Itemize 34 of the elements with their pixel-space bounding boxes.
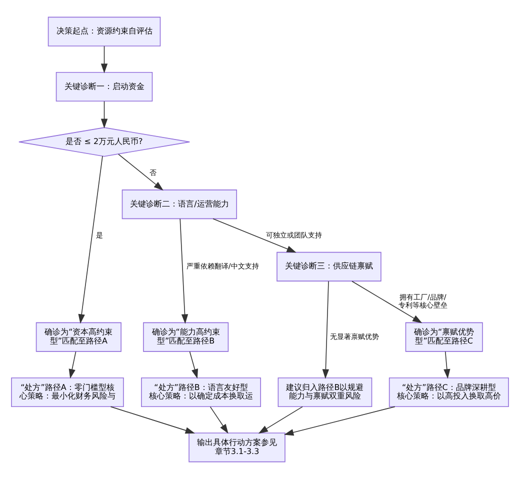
arrow	[180, 218, 188, 324]
node-box: 确诊为“资本高约束型”匹配至路径A	[36, 322, 122, 352]
node-box: “处方”路径B：语言友好型核心策略：以确定成本换取运	[141, 377, 261, 408]
edge-label: 可独立或团队支持	[266, 230, 322, 240]
edge-label: 是	[96, 230, 103, 240]
edge-label: 严重依赖翻译/中文支持	[186, 261, 259, 270]
arrow	[118, 154, 164, 191]
arrow	[100, 46, 108, 74]
arrow	[212, 218, 296, 253]
arrow	[258, 406, 303, 434]
edge-label: 否	[150, 168, 157, 177]
edge-label: 无显著禀赋优势	[330, 332, 380, 341]
node-diamond: 是否 ≤ 2万元人民币?	[18, 127, 190, 157]
node-box: 关键诊断一：启动资金	[56, 72, 153, 102]
arrow	[284, 406, 396, 436]
node-box: 决策起点：资源约束自评估	[48, 16, 161, 46]
node-box: 确诊为“能力高约束型”匹配至路径B	[143, 322, 229, 352]
node-box: “处方”路径C：品牌深耕型核心策略：以高投入换取高价	[388, 377, 509, 408]
arrow	[322, 280, 330, 379]
node-box: 关键诊断二：语言/运营能力	[122, 190, 238, 220]
node-box: 建议归入路径B以规避能力与禀赋双重风险	[278, 377, 372, 408]
arrow	[68, 351, 76, 379]
arrow	[100, 100, 108, 128]
edge-label: 拥有工厂/品牌/专利等核心壁垒	[398, 292, 448, 310]
node-box: “处方”路径A：零门槛型核心策略：最小化财务风险与	[11, 377, 124, 408]
arrow	[78, 156, 103, 324]
arrow	[189, 351, 198, 379]
arrow	[110, 406, 196, 434]
node-box: 确诊为“禀赋优势型”匹配至路径C	[405, 322, 483, 352]
arrow	[352, 280, 422, 324]
node-box: 关键诊断三：供应链禀赋	[276, 252, 382, 282]
arrow	[210, 406, 228, 434]
node-box: 输出具体行动方案参见章节3.1-3.3	[188, 432, 286, 462]
arrow	[444, 351, 450, 379]
